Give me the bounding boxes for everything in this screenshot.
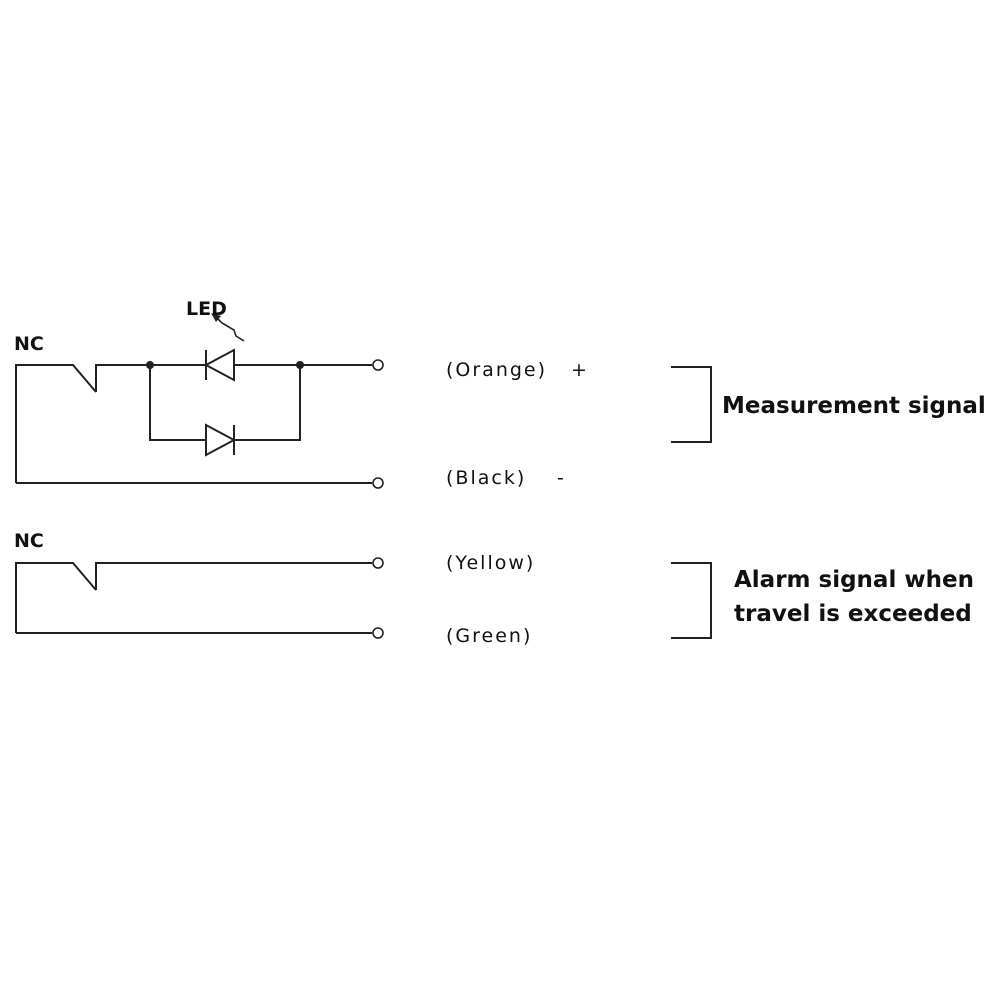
terminal-icon <box>372 557 384 569</box>
alarm-bracket <box>671 562 712 639</box>
terminal-icon <box>372 477 384 489</box>
yellow-label: (Yellow) <box>446 552 535 574</box>
led-label: LED <box>186 298 227 320</box>
black-label: (Black) <box>446 467 526 489</box>
measurement-signal-label: Measurement signal <box>722 393 986 419</box>
diode-branch-wire <box>149 365 301 441</box>
circuit-measurement: NC LED (Orange) + <box>14 298 587 489</box>
terminal-icon <box>372 627 384 639</box>
nc-label-2: NC <box>14 530 44 552</box>
terminal-icon <box>372 359 384 371</box>
plus-label: + <box>571 359 587 381</box>
green-label: (Green) <box>446 625 532 647</box>
circuit-alarm: NC (Yellow) (Green) <box>14 530 535 647</box>
led-icon <box>203 313 245 382</box>
nc-switch-icon <box>15 562 372 633</box>
alarm-signal-label-line1: Alarm signal when <box>734 567 974 593</box>
alarm-signal-label-line2: travel is exceeded <box>734 601 972 627</box>
measurement-bracket <box>671 366 712 443</box>
nc-switch-icon <box>15 364 150 483</box>
nc-label-1: NC <box>14 333 44 355</box>
minus-label: - <box>557 467 564 489</box>
orange-label: (Orange) <box>446 359 547 381</box>
diode-icon <box>205 423 237 457</box>
